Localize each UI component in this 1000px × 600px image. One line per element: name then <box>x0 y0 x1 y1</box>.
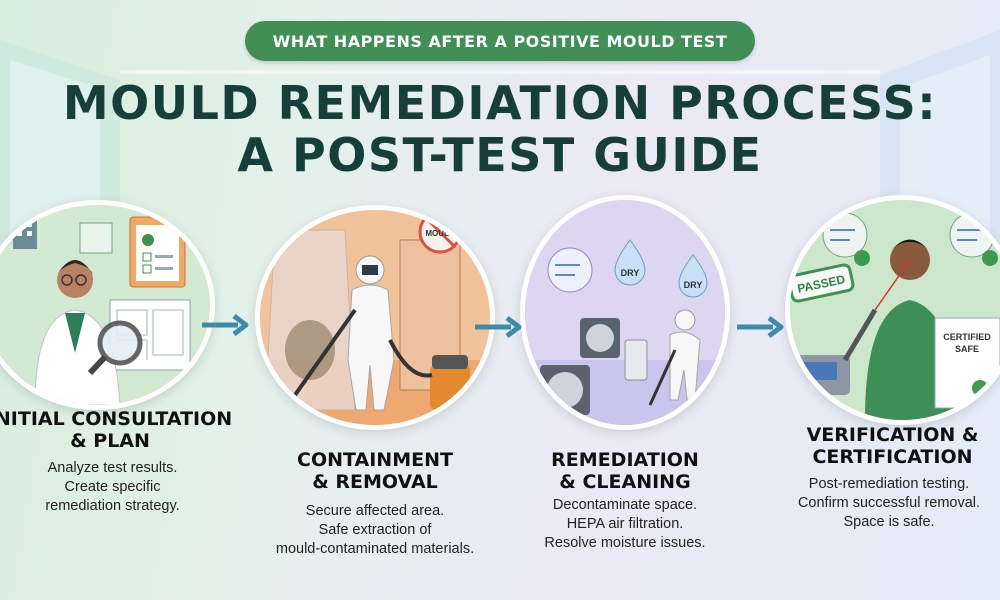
dry-label-2: DRY <box>684 280 703 290</box>
magnifier-icon <box>87 320 143 376</box>
banner-pill: WHAT HAPPENS AFTER A POSITIVE MOULD TEST <box>245 21 755 61</box>
building-icon <box>13 217 37 249</box>
step4-description: Post-remediation testing.Confirm success… <box>797 476 981 530</box>
arrow-icon <box>737 316 784 338</box>
water-drop-icon <box>614 239 646 286</box>
dry-label-1: DRY <box>621 268 640 278</box>
step3-description: Decontaminate space.HEPA air filtration.… <box>544 497 706 551</box>
arrow-icon <box>475 316 522 338</box>
step3-illustration: DRY DRY <box>520 195 730 430</box>
check-icon <box>982 250 998 266</box>
step4-illustration: PASSED CERTIFIED SAFE <box>785 195 1000 425</box>
step2-illustration: MOULD <box>255 205 495 430</box>
page-title-line2: A POST-TEST GUIDE <box>237 128 763 182</box>
air-scrubber-icon <box>580 318 620 358</box>
check-icon <box>854 250 870 266</box>
step1-title: INITIAL CONSULTATION& PLAN <box>0 408 233 453</box>
step3-title: REMEDIATION& CLEANING <box>551 449 699 494</box>
safe-label: SAFE <box>955 344 979 354</box>
mould-sign-label: MOULD <box>425 229 455 238</box>
clipboard-icon <box>129 216 186 288</box>
step1-illustration <box>0 200 215 410</box>
step4-title: VERIFICATION &CERTIFICATION <box>806 424 979 469</box>
water-drop-icon <box>678 254 708 298</box>
step2-title: CONTAINMENT& REMOVAL <box>297 449 453 494</box>
certified-label: CERTIFIED <box>943 332 991 342</box>
page-title-line1: MOULD REMEDIATION PROCESS: <box>62 76 938 130</box>
arrow-icon <box>202 314 249 336</box>
air-scrubber-icon <box>540 365 590 415</box>
